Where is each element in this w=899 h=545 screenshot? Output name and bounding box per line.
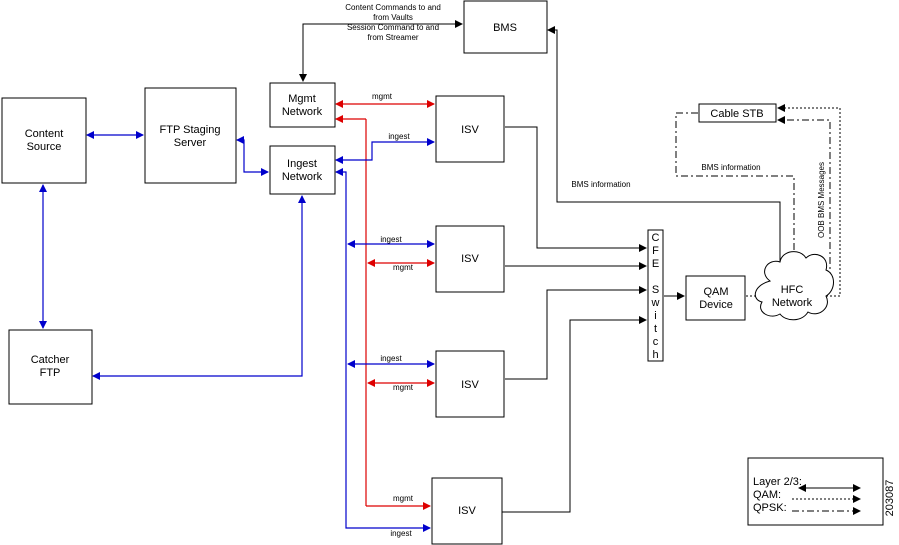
bms-node[interactable]: BMS xyxy=(463,0,548,54)
cable-stb-node[interactable]: Cable STB xyxy=(698,103,777,123)
catcher-ftp-node[interactable]: Catcher FTP xyxy=(8,329,93,405)
mgmt-label-isv3: mgmt xyxy=(393,383,414,392)
ingest-network-label-2: Network xyxy=(282,171,323,183)
mgmt-label-isv1: mgmt xyxy=(372,92,393,101)
link-stb-hfc-bms-info xyxy=(675,112,798,269)
isv-node-4[interactable]: ISV xyxy=(431,477,503,545)
cfe-switch-letter: E xyxy=(652,258,659,270)
content-commands-label-1: Content Commands to and xyxy=(345,3,441,12)
isv-node-1[interactable]: ISV xyxy=(435,95,505,163)
content-source-node[interactable]: Content Source xyxy=(1,97,87,184)
ftp-staging-label-1: FTP Staging xyxy=(160,124,221,136)
legend-qam-label: QAM: xyxy=(753,489,781,501)
bms-information-label-2: BMS information xyxy=(701,163,760,172)
link-ftp-staging-ingest xyxy=(236,136,269,176)
content-source-label-1: Content xyxy=(25,128,64,140)
isv-label: ISV xyxy=(461,124,479,136)
cfe-switch-letter: t xyxy=(654,323,657,335)
catcher-ftp-label-1: Catcher xyxy=(31,354,70,366)
isv-label: ISV xyxy=(461,379,479,391)
cfe-switch-letter: i xyxy=(654,310,656,322)
bms-information-label-1: BMS information xyxy=(571,180,630,189)
mgmt-network-label-1: Mgmt xyxy=(288,93,316,105)
bms-label: BMS xyxy=(493,22,517,34)
cfe-switch-letter: C xyxy=(652,232,660,244)
legend-qpsk-label: QPSK: xyxy=(753,502,787,514)
link-isv3-cfe xyxy=(505,286,647,380)
figure-number: 203087 xyxy=(884,480,896,517)
mgmt-network-label-2: Network xyxy=(282,106,323,118)
link-mgmt-bms xyxy=(299,20,463,82)
cfe-switch-letter: h xyxy=(652,349,658,361)
session-command-label-2: from Streamer xyxy=(367,33,418,42)
hfc-network-label-1: HFC xyxy=(781,284,804,296)
oob-bms-messages-label: OOB BMS Messages xyxy=(817,162,826,238)
ftp-staging-server-node[interactable]: FTP Staging Server xyxy=(144,87,237,184)
legend: Layer 2/3: QAM: QPSK: xyxy=(747,457,884,526)
ingest-label-isv1: ingest xyxy=(388,132,410,141)
cfe-switch-letter: w xyxy=(651,297,660,309)
mgmt-label-isv4: mgmt xyxy=(393,494,414,503)
hfc-network-node[interactable]: HFC Network xyxy=(754,251,834,321)
ingest-network-label-1: Ingest xyxy=(287,158,317,170)
content-commands-label-2: from Vaults xyxy=(373,13,413,22)
ingest-label-isv4: ingest xyxy=(390,529,412,538)
qam-device-label-1: QAM xyxy=(703,286,728,298)
hfc-network-label-2: Network xyxy=(772,297,813,309)
mgmt-network-node[interactable]: Mgmt Network xyxy=(269,82,336,128)
cfe-switch-letter: c xyxy=(653,336,659,348)
ingest-label-isv3: ingest xyxy=(380,354,402,363)
qam-device-node[interactable]: QAM Device xyxy=(685,275,746,321)
cfe-switch-letter: S xyxy=(652,284,659,296)
ingest-network-node[interactable]: Ingest Network xyxy=(269,145,336,195)
isv-node-2[interactable]: ISV xyxy=(435,225,505,293)
catcher-ftp-label-2: FTP xyxy=(40,367,61,379)
isv-node-3[interactable]: ISV xyxy=(435,350,505,418)
link-isv1-cfe xyxy=(505,126,647,252)
link-hfc-stb-qam xyxy=(777,104,841,297)
link-catcher-ingest xyxy=(92,195,306,380)
ingest-bus xyxy=(335,168,431,532)
link-ingest-isv1 xyxy=(335,138,435,164)
link-isv4-cfe xyxy=(502,316,647,513)
link-hfc-bms xyxy=(547,26,781,262)
legend-layer23-label: Layer 2/3: xyxy=(753,476,802,488)
cfe-switch-letter: F xyxy=(652,245,659,257)
qam-device-label-2: Device xyxy=(699,299,733,311)
cloud-icon xyxy=(754,251,834,321)
content-source-label-2: Source xyxy=(27,141,62,153)
isv-label: ISV xyxy=(458,505,476,517)
ftp-staging-label-2: Server xyxy=(174,137,207,149)
cable-stb-label: Cable STB xyxy=(710,108,763,120)
session-command-label-1: Session Command to and xyxy=(347,23,439,32)
mgmt-label-isv2: mgmt xyxy=(393,263,414,272)
ingest-label-isv2: ingest xyxy=(380,235,402,244)
isv-label: ISV xyxy=(461,253,479,265)
